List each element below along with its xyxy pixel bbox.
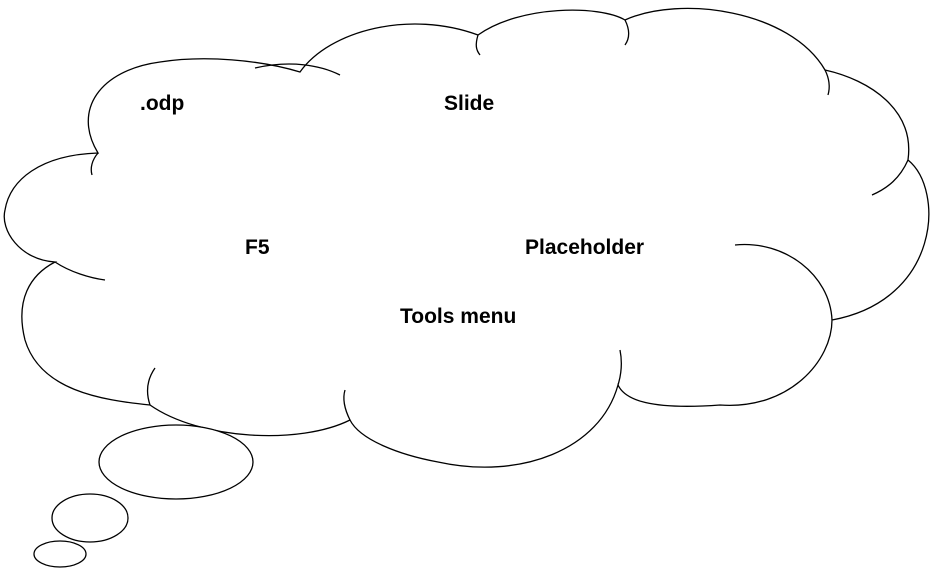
cloud-inner-arc bbox=[734, 243, 833, 321]
term-odp: .odp bbox=[140, 92, 185, 115]
cloud-inner-arc bbox=[254, 63, 341, 76]
term-slide: Slide bbox=[444, 92, 495, 115]
thought-bubble-large bbox=[98, 424, 254, 500]
thought-bubble-medium bbox=[51, 493, 129, 543]
term-tools-menu: Tools menu bbox=[400, 305, 517, 328]
cloud-inner-arc bbox=[146, 367, 156, 406]
cloud-inner-arc bbox=[617, 349, 622, 386]
cloud-inner-arc bbox=[871, 159, 909, 196]
term-f5: F5 bbox=[245, 236, 270, 259]
cloud-inner-arc bbox=[624, 19, 630, 46]
thought-bubble-small bbox=[33, 540, 87, 568]
cloud-inner-arc bbox=[343, 389, 351, 421]
cloud-inner-arc bbox=[54, 261, 106, 281]
cloud-inner-arc bbox=[475, 34, 481, 56]
cloud-inner-arc bbox=[90, 152, 99, 176]
term-placeholder: Placeholder bbox=[525, 236, 645, 259]
cloud-outline bbox=[3, 7, 930, 468]
cloud-inner-arc bbox=[824, 69, 830, 96]
